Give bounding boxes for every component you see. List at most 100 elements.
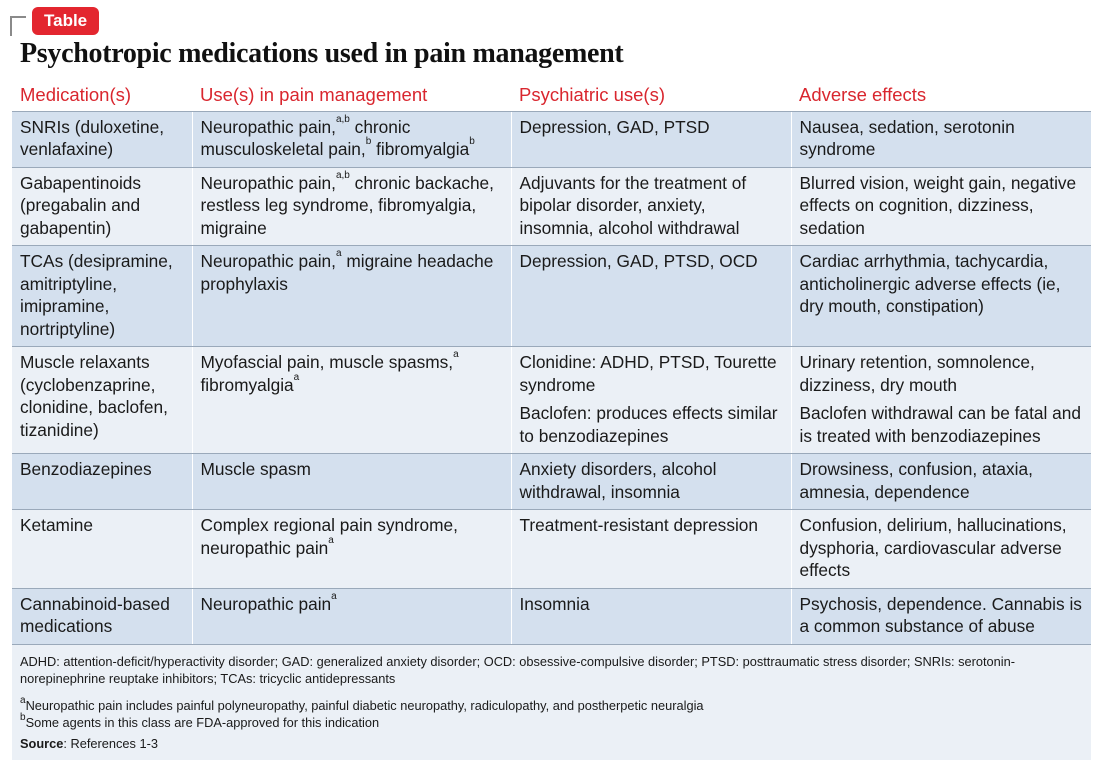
cell-paragraph: Confusion, delirium, hallucinations, dys…: [799, 515, 1067, 580]
cell-pain-use: Neuropathic pain,a,b chronic musculoskel…: [191, 111, 511, 168]
cell-paragraph: Depression, GAD, PTSD: [519, 116, 710, 137]
footnote-marker: b: [365, 136, 372, 147]
table-row: Ketamine Complex regional pain syndrome, …: [12, 509, 1091, 589]
medication-table: Medication(s) Use(s) in pain management …: [12, 80, 1091, 645]
cell-adverse-effects: Nausea, sedation, serotonin syndrome: [790, 111, 1091, 168]
cell-paragraph: Blurred vision, weight gain, negative ef…: [799, 172, 1077, 238]
footnote-marker: a,b: [335, 113, 350, 125]
footnote-marker: a: [331, 590, 337, 602]
footnote-b: bSome agents in this class are FDA-appro…: [20, 711, 1083, 731]
cell-psychiatric-use: Adjuvants for the treatment of bipolar d…: [510, 167, 791, 246]
footnote-marker: a: [328, 534, 334, 546]
cell-text: fibromyalgia: [371, 139, 470, 159]
cell-paragraph: Drowsiness, confusion, ataxia, amnesia, …: [799, 459, 1033, 502]
source-label: Source: [20, 735, 64, 751]
cell-text: chronic backache, restless leg syndrome,…: [200, 172, 494, 238]
cell-paragraph: Depression, GAD, PTSD, OCD: [519, 251, 758, 271]
cell-adverse-effects: Psychosis, dependence. Cannabis is a com…: [790, 588, 1091, 645]
cell-medication: Gabapentinoids (pregabalin and gabapenti…: [12, 167, 192, 246]
cell-adverse-effects: Urinary retention, somnolence, dizziness…: [790, 346, 1091, 454]
cell-paragraph: Neuropathic pain,a,b chronic backache, r…: [200, 169, 503, 240]
cell-text: Neuropathic pain,: [200, 251, 336, 271]
cell-pain-use: Neuropathic paina: [191, 588, 511, 645]
cell-paragraph: Muscle relaxants (cyclobenzaprine, cloni…: [20, 352, 168, 440]
footnote-marker: a: [453, 349, 459, 360]
cell-medication: TCAs (desipramine, amitriptyline, imipra…: [12, 245, 192, 347]
corner-bracket-decoration: [10, 16, 26, 36]
cell-paragraph: Complex regional pain syndrome, neuropat…: [201, 514, 503, 559]
column-header-pain-use: Use(s) in pain management: [192, 80, 511, 112]
cell-pain-use: Complex regional pain syndrome, neuropat…: [191, 509, 511, 589]
source-note: Source: References 1-3: [20, 735, 1083, 752]
cell-paragraph: Neuropathic pain,a,b chronic musculoskel…: [200, 113, 503, 161]
abbreviations-note: ADHD: attention-deficit/hyperactivity di…: [20, 653, 1015, 686]
cell-adverse-effects: Drowsiness, confusion, ataxia, amnesia, …: [790, 453, 1091, 510]
cell-paragraph: Cardiac arrhythmia, tachycardia, anticho…: [799, 251, 1061, 316]
page-title: Psychotropic medications used in pain ma…: [20, 38, 624, 69]
table-row: Muscle relaxants (cyclobenzaprine, cloni…: [12, 346, 1091, 454]
cell-text: Neuropathic pain,: [200, 172, 336, 193]
cell-text: migraine headache prophylaxis: [200, 251, 494, 294]
cell-paragraph: Insomnia: [519, 593, 590, 614]
table-row: SNRIs (duloxetine, venlafaxine) Neuropath…: [12, 111, 1091, 168]
cell-adverse-effects: Cardiac arrhythmia, tachycardia, anticho…: [790, 245, 1091, 347]
source-text: : References 1-3: [63, 735, 158, 751]
cell-paragraph: Ketamine: [20, 515, 94, 535]
cell-paragraph: Benzodiazepines: [20, 459, 152, 479]
cell-paragraph: Baclofen: produces effects similar to be…: [519, 403, 778, 446]
cell-paragraph: Neuropathic pain,a migraine headache pro…: [200, 248, 503, 295]
cell-medication: SNRIs (duloxetine, venlafaxine): [12, 111, 192, 168]
cell-paragraph: Psychosis, dependence. Cannabis is a com…: [799, 593, 1082, 637]
cell-text: Neuropathic pain,: [200, 116, 336, 137]
cell-paragraph: Anxiety disorders, alcohol withdrawal, i…: [519, 459, 717, 502]
cell-paragraph: Gabapentinoids (pregabalin and gabapenti…: [20, 172, 142, 238]
cell-paragraph: Neuropathic paina: [200, 590, 503, 616]
cell-text: Myofascial pain, muscle spasms,: [200, 352, 454, 372]
cell-text: chronic musculoskeletal pain,: [200, 116, 411, 160]
column-header-adverse-effects: Adverse effects: [791, 80, 1091, 112]
table-row: Gabapentinoids (pregabalin and gabapenti…: [12, 167, 1091, 246]
table-body: SNRIs (duloxetine, venlafaxine) Neuropath…: [12, 111, 1091, 645]
cell-paragraph: Treatment-resistant depression: [519, 515, 759, 535]
cell-paragraph: Adjuvants for the treatment of bipolar d…: [519, 172, 747, 238]
cell-psychiatric-use: Treatment-resistant depression: [510, 509, 791, 589]
cell-paragraph: Urinary retention, somnolence, dizziness…: [799, 352, 1035, 395]
cell-pain-use: Myofascial pain, muscle spasms,a fibromy…: [191, 346, 511, 454]
column-header-psychiatric-use: Psychiatric use(s): [511, 80, 791, 112]
footnote-b-text: Some agents in this class are FDA-approv…: [25, 714, 380, 730]
table-footnotes: ADHD: attention-deficit/hyperactivity di…: [12, 644, 1091, 760]
cell-psychiatric-use: Clonidine: ADHD, PTSD, Tourette syndrome…: [510, 346, 791, 454]
cell-paragraph: Nausea, sedation, serotonin syndrome: [799, 116, 1015, 160]
cell-paragraph: Clonidine: ADHD, PTSD, Tourette syndrome: [519, 352, 777, 395]
cell-psychiatric-use: Insomnia: [510, 588, 791, 645]
cell-text: Neuropathic pain: [200, 593, 332, 614]
cell-text: Complex regional pain syndrome, neuropat…: [200, 515, 458, 558]
cell-paragraph: Myofascial pain, muscle spasms,a fibromy…: [200, 349, 503, 396]
cell-paragraph: TCAs (desipramine, amitriptyline, imipra…: [20, 251, 173, 339]
cell-text: Muscle spasm: [200, 459, 311, 479]
cell-pain-use: Neuropathic pain,a migraine headache pro…: [191, 245, 511, 347]
table-row: TCAs (desipramine, amitriptyline, imipra…: [12, 245, 1091, 347]
footnote-b-marker: b: [20, 711, 26, 723]
cell-psychiatric-use: Depression, GAD, PTSD: [510, 111, 791, 168]
footnote-marker: b: [469, 136, 475, 147]
footnote-marker: a: [335, 248, 342, 259]
footnote-marker: a,b: [335, 169, 350, 181]
cell-paragraph: Baclofen withdrawal can be fatal and is …: [799, 403, 1081, 446]
footnote-a-marker: a: [20, 694, 26, 706]
cell-pain-use: Muscle spasm: [191, 453, 511, 510]
cell-paragraph: SNRIs (duloxetine, venlafaxine): [20, 116, 165, 160]
cell-adverse-effects: Confusion, delirium, hallucinations, dys…: [790, 509, 1091, 589]
cell-pain-use: Neuropathic pain,a,b chronic backache, r…: [191, 167, 511, 246]
cell-psychiatric-use: Depression, GAD, PTSD, OCD: [510, 245, 791, 347]
column-header-medication: Medication(s): [12, 80, 192, 112]
cell-psychiatric-use: Anxiety disorders, alcohol withdrawal, i…: [510, 453, 791, 510]
footnote-a-text: Neuropathic pain includes painful polyne…: [25, 697, 704, 713]
medication-table-container: Medication(s) Use(s) in pain management …: [12, 80, 1091, 760]
table-row: Benzodiazepines Muscle spasm Anxiety disor…: [12, 453, 1091, 510]
cell-medication: Ketamine: [12, 509, 192, 589]
footnote-a: aNeuropathic pain includes painful polyn…: [20, 694, 1083, 714]
cell-medication: Muscle relaxants (cyclobenzaprine, cloni…: [12, 346, 192, 454]
table-header-row: Medication(s) Use(s) in pain management …: [12, 80, 1091, 112]
